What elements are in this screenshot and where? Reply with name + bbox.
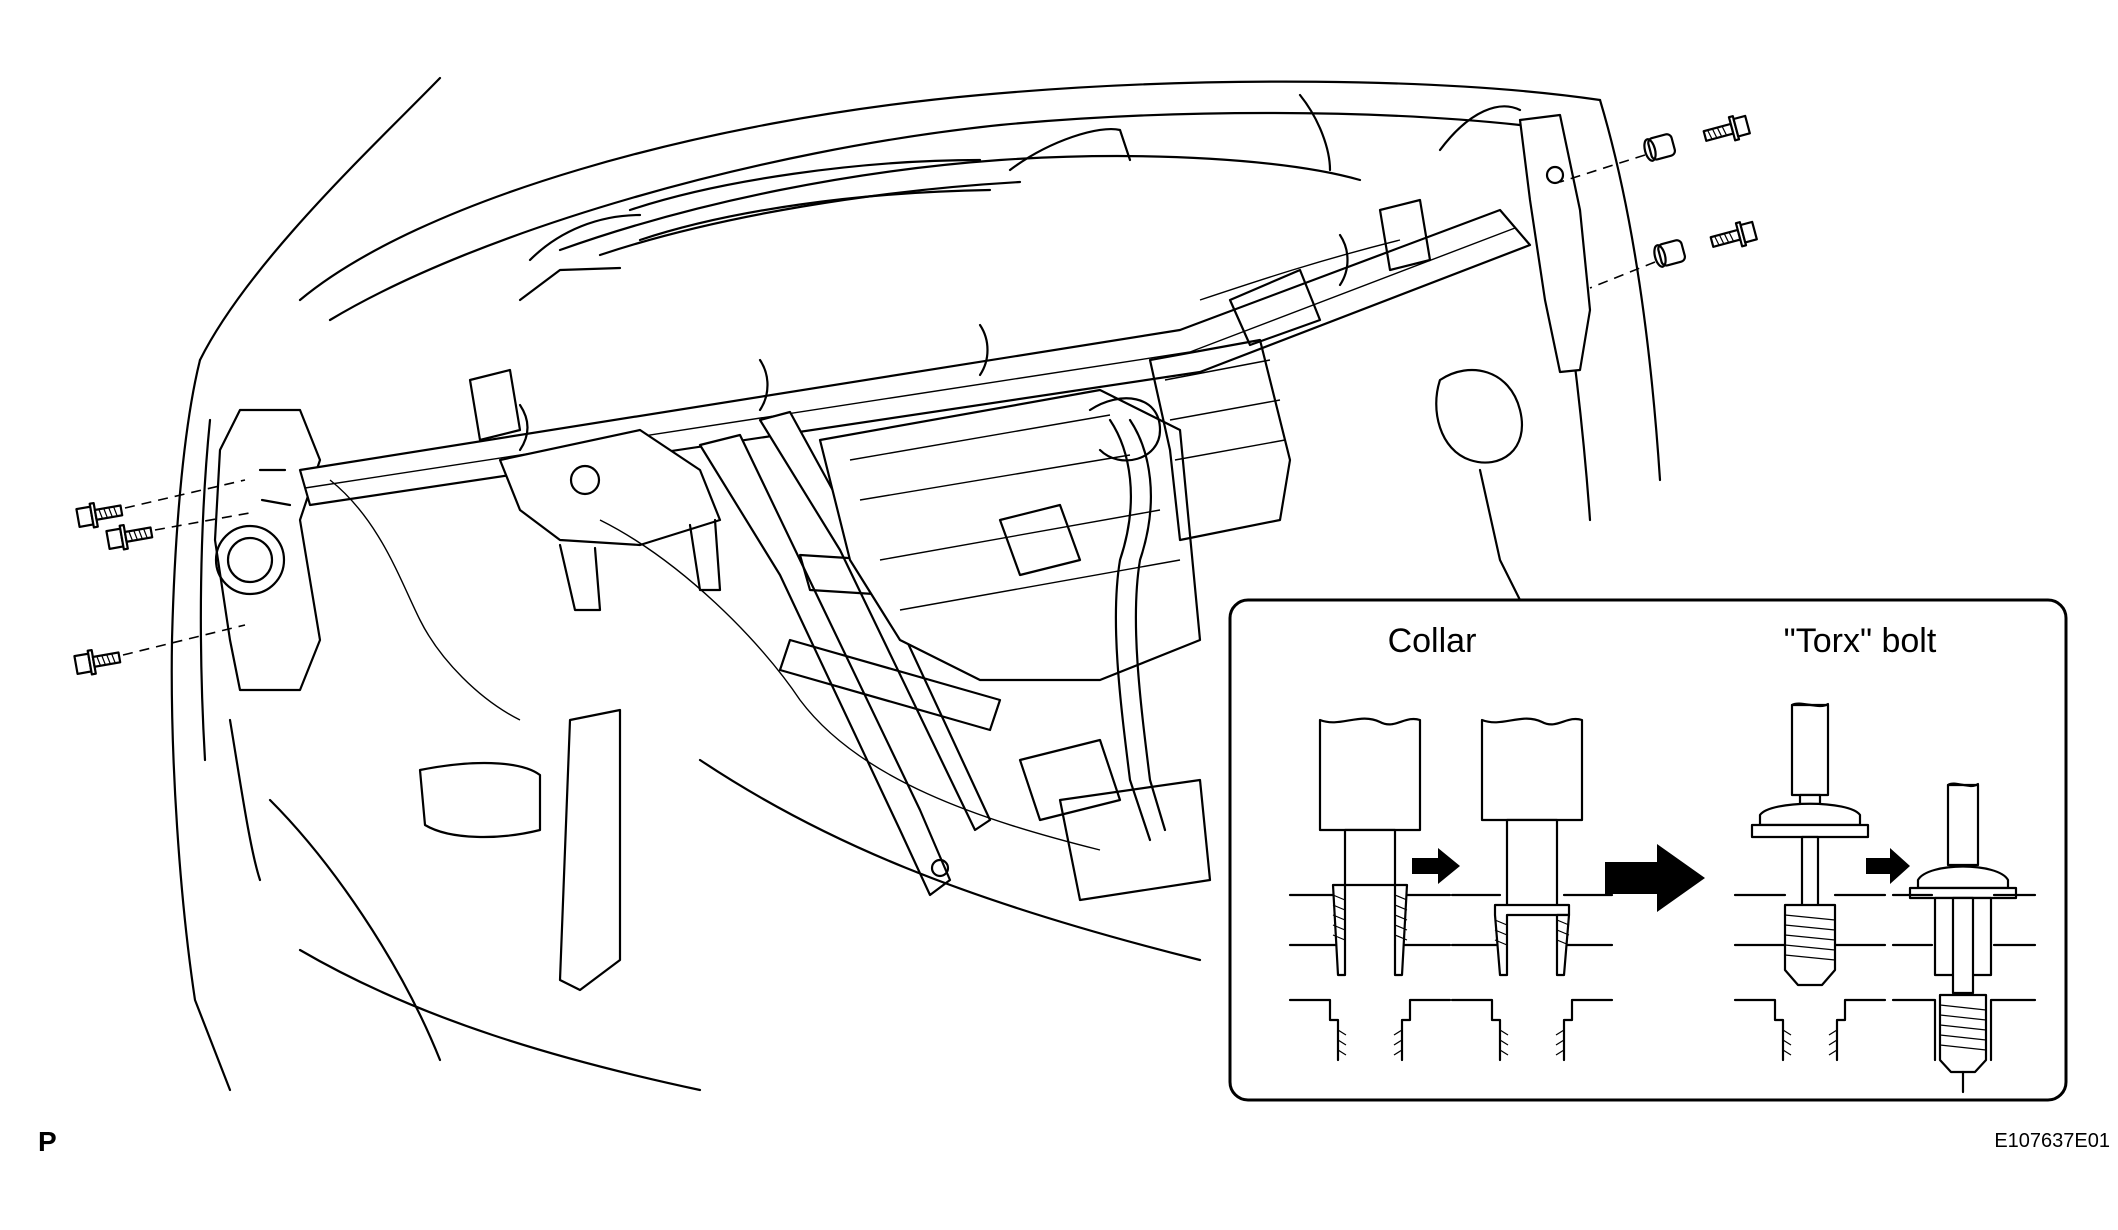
collar-installation-inset: Collar "Torx" bolt bbox=[1228, 598, 2068, 1102]
collar-step-2 bbox=[1450, 717, 1614, 1062]
torx-bolt-step-2 bbox=[1891, 782, 2037, 1094]
torx-bolt-step-1 bbox=[1733, 702, 1887, 1062]
arrow-right-icon bbox=[1605, 844, 1705, 912]
steering-column-bracket bbox=[468, 368, 722, 612]
left-side-panel bbox=[170, 358, 322, 1092]
right-side-bracket bbox=[1228, 105, 1592, 602]
view-label: P bbox=[38, 1126, 57, 1157]
collar-icon bbox=[1643, 133, 1677, 162]
collar-label: Collar bbox=[1388, 622, 1477, 660]
arrow-right-icon bbox=[1412, 848, 1460, 884]
dashboard-assembly-illustration bbox=[170, 76, 1662, 1092]
bolt-icon bbox=[75, 501, 124, 529]
left-bolts bbox=[73, 479, 256, 676]
bolt-icon bbox=[1709, 220, 1758, 248]
collar-icon bbox=[1653, 239, 1687, 268]
lower-floor-area bbox=[268, 708, 1212, 1092]
arrow-right-icon bbox=[1866, 848, 1910, 884]
defroster-nozzle bbox=[518, 93, 1332, 302]
right-bolts bbox=[1559, 114, 1758, 289]
bolt-icon bbox=[1702, 114, 1751, 142]
wire-harness bbox=[228, 239, 1401, 882]
bolt-icon bbox=[73, 648, 122, 676]
bolt-icon bbox=[105, 523, 154, 551]
heater-unit bbox=[818, 338, 1292, 822]
figure-code: E107637E01 bbox=[1994, 1130, 2110, 1152]
torx-bolt-label: "Torx" bolt bbox=[1784, 622, 1937, 660]
collar-step-1 bbox=[1288, 717, 1452, 1062]
